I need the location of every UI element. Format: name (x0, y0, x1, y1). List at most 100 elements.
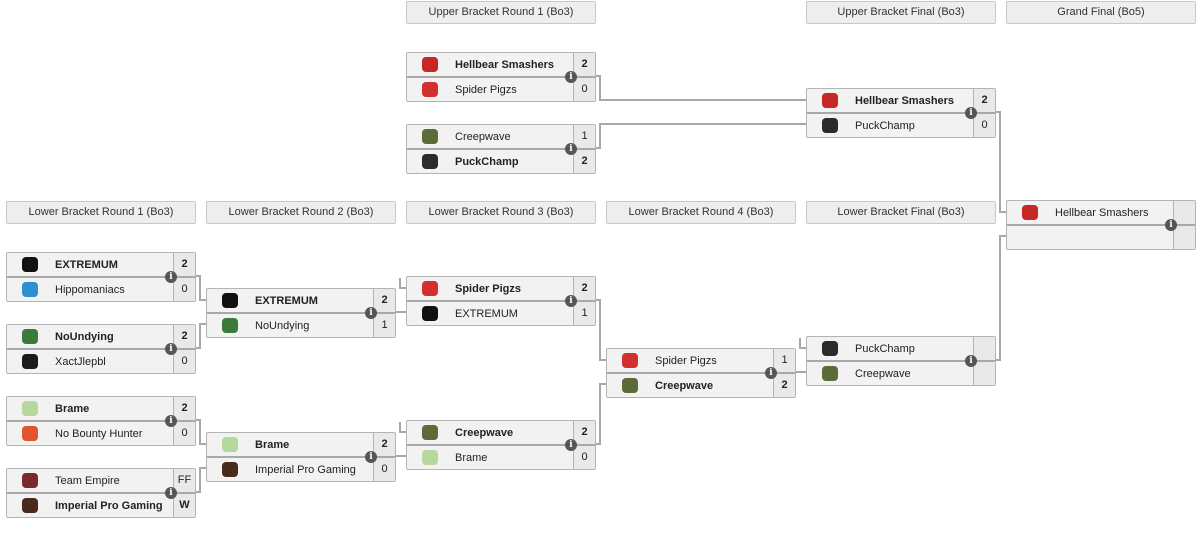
team-logo-icon (21, 497, 39, 515)
team-score: 1 (573, 125, 595, 148)
team-score: 1 (573, 302, 595, 325)
team-row[interactable]: Spider Pigzs 2 (407, 277, 595, 300)
team-score: 0 (573, 78, 595, 101)
team-logo-icon (22, 257, 38, 272)
team-name: Team Empire (55, 474, 120, 487)
team-logo-icon (21, 425, 39, 443)
team-name: Spider Pigzs (455, 282, 522, 295)
match-info-icon[interactable]: i (365, 451, 377, 463)
match-info-icon[interactable]: i (165, 487, 177, 499)
team-score (1173, 201, 1195, 224)
team-logo-icon (622, 353, 638, 368)
match-info-icon[interactable]: i (565, 71, 577, 83)
match-info-icon[interactable]: i (565, 439, 577, 451)
match-info-icon[interactable]: i (565, 143, 577, 155)
team-logo-icon (422, 425, 438, 440)
team-name: Spider Pigzs (655, 354, 717, 367)
connector (996, 235, 1006, 361)
team-logo-icon (22, 401, 38, 416)
team-score: 2 (373, 433, 395, 456)
team-score (973, 362, 995, 385)
team-name: Brame (455, 451, 488, 464)
connector (196, 419, 206, 445)
team-row[interactable] (1007, 224, 1195, 249)
match-info-icon[interactable]: i (165, 415, 177, 427)
team-logo-icon (821, 340, 839, 358)
team-logo-icon (422, 82, 438, 97)
team-logo-icon (221, 317, 239, 335)
team-logo-icon (422, 450, 438, 465)
match-info-icon[interactable]: i (365, 307, 377, 319)
team-logo-icon (22, 354, 38, 369)
team-row[interactable]: Creepwave (807, 360, 995, 385)
team-score: 2 (573, 53, 595, 76)
team-score: 2 (573, 421, 595, 444)
match-info-icon[interactable]: i (165, 271, 177, 283)
team-row[interactable]: NoUndying 1 (207, 312, 395, 337)
connector (799, 338, 806, 349)
team-score: FF (173, 469, 195, 492)
team-row[interactable]: Hellbear Smashers (1007, 201, 1195, 224)
team-score: 1 (373, 314, 395, 337)
team-row[interactable]: Spider Pigzs 0 (407, 76, 595, 101)
team-logo-icon (422, 306, 438, 321)
team-logo-icon (821, 365, 839, 383)
team-row[interactable]: Hellbear Smashers 2 (407, 53, 595, 76)
team-logo-icon (22, 498, 38, 513)
team-logo-icon (22, 329, 38, 344)
team-name: Spider Pigzs (455, 83, 517, 96)
team-name: Hellbear Smashers (455, 58, 555, 71)
team-name: NoUndying (255, 319, 310, 332)
team-logo-icon (1021, 229, 1039, 247)
team-logo-icon (22, 426, 38, 441)
team-row[interactable]: PuckChamp (807, 337, 995, 360)
match-info-icon[interactable]: i (765, 367, 777, 379)
team-row[interactable]: Team Empire FF (7, 469, 195, 492)
connector (596, 383, 606, 445)
team-score: 2 (573, 277, 595, 300)
match-info-icon[interactable]: i (165, 343, 177, 355)
team-name: Creepwave (655, 379, 714, 392)
match-info-icon[interactable]: i (1165, 219, 1177, 231)
team-name: PuckChamp (855, 342, 915, 355)
header-lower-bracket-round-4: Lower Bracket Round 4 (Bo3) (606, 201, 796, 224)
team-logo-icon (21, 281, 39, 299)
match-info-icon[interactable]: i (965, 355, 977, 367)
team-name: XactJlepbl (55, 355, 106, 368)
team-score: 0 (973, 114, 995, 137)
team-logo-icon (421, 424, 439, 442)
match-info-icon[interactable]: i (565, 295, 577, 307)
connector (196, 467, 206, 493)
team-logo-icon (1022, 205, 1038, 220)
header-upper-bracket-round-1: Upper Bracket Round 1 (Bo3) (406, 1, 596, 24)
team-logo-icon (21, 256, 39, 274)
match-info-icon[interactable]: i (965, 107, 977, 119)
team-logo-icon (422, 57, 438, 72)
team-logo-icon (221, 436, 239, 454)
